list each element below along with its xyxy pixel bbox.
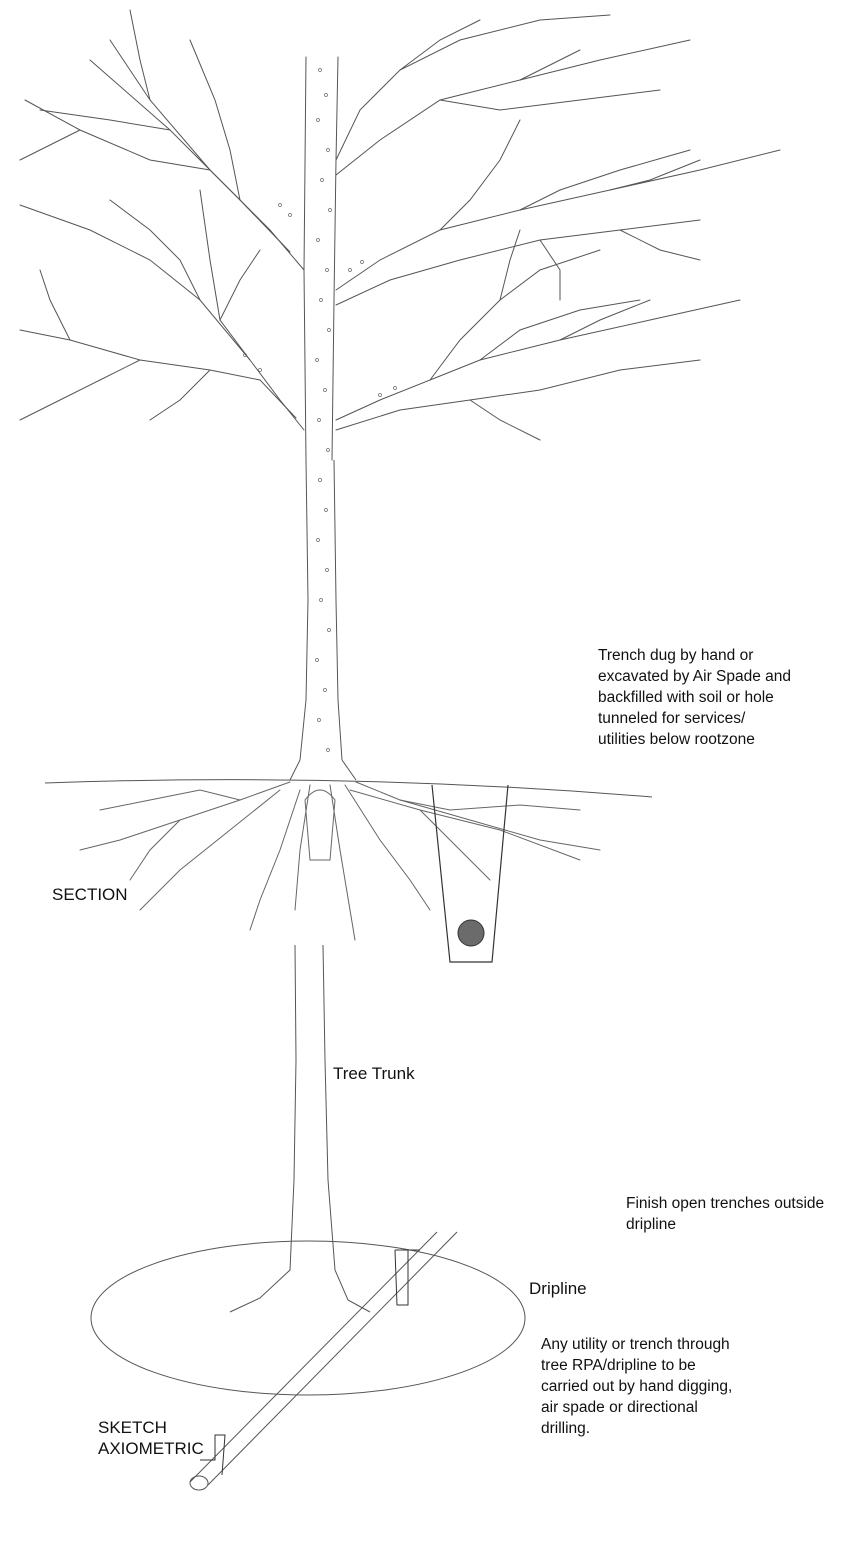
finish-note-line: dripline <box>626 1214 824 1235</box>
trench-note-line: utilities below rootzone <box>598 729 791 750</box>
sketch-label: SKETCH AXIOMETRIC <box>98 1417 204 1459</box>
bark-texture <box>244 69 397 752</box>
ground-line <box>45 780 652 797</box>
dripline-label: Dripline <box>529 1278 587 1299</box>
finish-note-line: Finish open trenches outside <box>626 1193 824 1214</box>
dripline-ellipse <box>91 1241 525 1395</box>
utility-note: Any utility or trench through tree RPA/d… <box>541 1334 732 1439</box>
trench-note-line: Trench dug by hand or <box>598 645 791 666</box>
trench-note-line: backfilled with soil or hole <box>598 687 791 708</box>
utility-note-line: Any utility or trench through <box>541 1334 732 1355</box>
trench-note-line: excavated by Air Spade and <box>598 666 791 687</box>
utility-note-line: tree RPA/dripline to be <box>541 1355 732 1376</box>
tree-trunk-label: Tree Trunk <box>333 1063 415 1084</box>
sketch-label-line: AXIOMETRIC <box>98 1438 204 1459</box>
utility-note-line: carried out by hand digging, <box>541 1376 732 1397</box>
utility-note-line: drilling. <box>541 1418 732 1439</box>
utility-pipe-cross-section <box>458 920 484 946</box>
utility-note-line: air spade or directional <box>541 1397 732 1418</box>
sketch-label-line: SKETCH <box>98 1417 204 1438</box>
tree-crown <box>20 10 780 460</box>
trench-section <box>432 785 508 962</box>
finish-note: Finish open trenches outside dripline <box>626 1193 824 1235</box>
tree-trunk-section <box>290 460 356 780</box>
axiometric-sketch <box>91 945 525 1490</box>
trench-note-line: tunneled for services/ <box>598 708 791 729</box>
tree-roots <box>80 782 600 940</box>
trench-note: Trench dug by hand or excavated by Air S… <box>598 645 791 750</box>
section-label: SECTION <box>52 884 128 905</box>
